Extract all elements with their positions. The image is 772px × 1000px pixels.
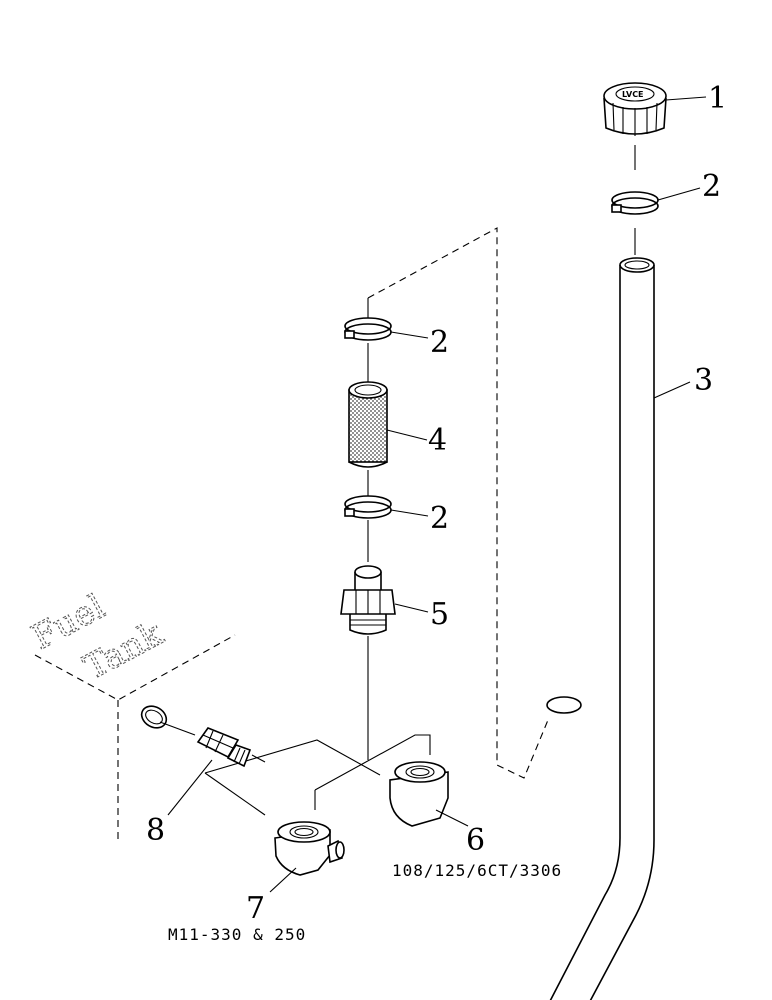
caption-part-7: M11-330 & 250 <box>168 925 306 944</box>
part-8-connector <box>140 705 266 768</box>
caption-part-6: 108/125/6CT/3306 <box>392 861 562 880</box>
callout-1: 1 <box>708 81 727 116</box>
callout-2-mid: 2 <box>430 325 449 360</box>
callout-3: 3 <box>694 363 713 398</box>
part-2-hose-clamp-top <box>611 191 659 215</box>
callout-4: 4 <box>428 423 447 458</box>
part-7-elbow <box>274 821 345 876</box>
part-6-elbow <box>389 761 449 827</box>
part-2-hose-clamp-low <box>344 495 392 519</box>
part-4-hose <box>348 381 388 468</box>
callout-2-top: 2 <box>702 169 721 204</box>
part-2-hose-clamp-mid <box>344 317 392 341</box>
callout-8: 8 <box>146 813 165 848</box>
fuel-tank: Fuel Tank <box>25 586 236 840</box>
callout-5: 5 <box>430 597 449 632</box>
part-5-nipple-fitting <box>340 565 396 635</box>
callout-2-low: 2 <box>430 501 449 536</box>
part-1-filler-cap: LVCE <box>603 82 667 136</box>
cap-logo: LVCE <box>622 90 644 99</box>
part-3-filler-pipe <box>546 257 655 1000</box>
callout-6: 6 <box>466 823 485 858</box>
callout-7: 7 <box>246 891 265 926</box>
